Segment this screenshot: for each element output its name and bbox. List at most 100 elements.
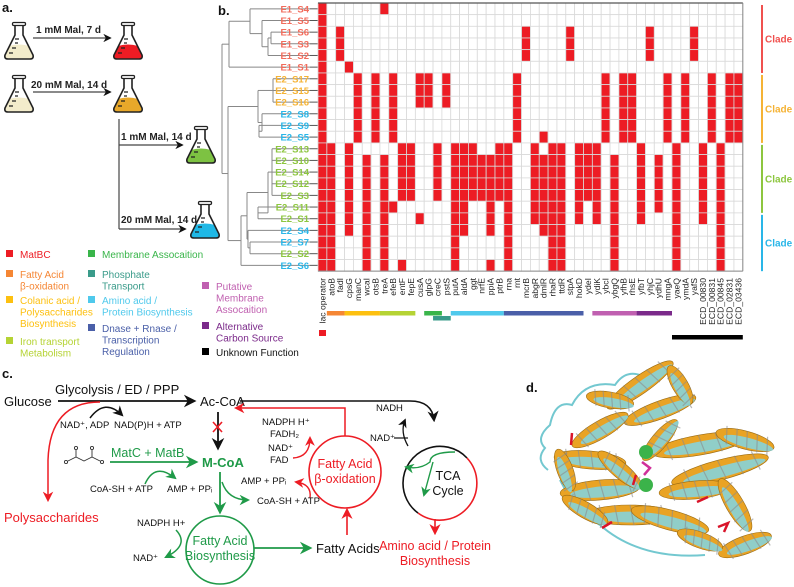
row-label: E2_S1 [280, 214, 309, 225]
heatmap-cell-empty [574, 259, 584, 272]
heatmap-cell-empty [530, 37, 540, 51]
heatmap-cell-empty [662, 189, 673, 202]
heatmap-cell-mutated [423, 84, 434, 97]
heatmap-cell-empty [335, 247, 345, 260]
heatmap-cell-empty [733, 165, 744, 179]
acetyl-coa-label: Ac-CoA [200, 394, 245, 409]
heatmap-cell-empty [565, 165, 576, 179]
heatmap-cell-empty [503, 130, 514, 144]
heatmap-cell-empty [556, 72, 567, 86]
heatmap-cell-empty [441, 247, 452, 260]
heatmap-cell-empty [379, 25, 390, 39]
legend-label: Transport [102, 282, 145, 293]
helix-turn [732, 539, 744, 556]
heatmap-cell-mutated [609, 165, 620, 179]
heatmap-cell-empty [441, 37, 452, 51]
heatmap-cell-empty [565, 72, 576, 86]
helix-turn [558, 466, 573, 477]
heatmap-cell-empty [538, 259, 549, 272]
heatmap-cell-empty [565, 130, 576, 144]
fab-label-1: Fatty Acid [193, 534, 248, 548]
heatmap-cell-mutated [662, 95, 673, 109]
heatmap-cell-empty [379, 84, 390, 97]
heatmap-cell-mutated [556, 165, 567, 179]
heatmap-cell-empty [494, 25, 505, 39]
heatmap-cell-empty [530, 2, 540, 16]
heatmap-cell-mutated [326, 142, 337, 155]
heatmap-cell-empty [538, 25, 549, 39]
heatmap-cell-empty [680, 189, 691, 202]
heatmap-cell-empty [733, 60, 744, 74]
heatmap-cell-empty [556, 119, 567, 132]
heatmap-cell-empty [521, 14, 531, 27]
category-bar [344, 311, 380, 316]
heatmap-cell-empty [556, 130, 567, 144]
nad-label-3: NAD⁺ [370, 433, 395, 444]
heatmap-cell-empty [494, 72, 505, 86]
heatmap-cell-empty [503, 60, 514, 74]
heatmap-cell-mutated [609, 154, 620, 167]
heatmap-cell-empty [609, 84, 620, 97]
heatmap-cell-empty [494, 130, 505, 144]
heatmap-cell-empty [352, 177, 363, 190]
column-label: mcrB [521, 278, 531, 298]
heatmap-cell-empty [565, 84, 576, 97]
heatmap-cell-empty [583, 37, 593, 51]
heatmap-cell-empty [521, 154, 531, 167]
heatmap-cell-empty [512, 189, 522, 202]
column-label: abgR [530, 278, 540, 299]
heatmap-cell-empty [680, 154, 691, 167]
heatmap-cell-mutated [379, 212, 390, 225]
heatmap-cell-empty [459, 72, 469, 86]
heatmap-cell-mutated [547, 224, 558, 237]
heatmap-cell-empty [459, 107, 469, 121]
heatmap-cell-empty [423, 259, 434, 272]
heatmap-cell-mutated [370, 119, 381, 132]
heatmap-cell-empty [636, 95, 646, 109]
heatmap-cell-mutated [503, 247, 514, 260]
helix-turn [739, 518, 754, 532]
heatmap-cell-empty [414, 224, 425, 237]
heatmap-cell-mutated [609, 177, 620, 190]
column-label: wcaI [362, 278, 372, 297]
heatmap-cell-empty [485, 84, 496, 97]
heatmap-cell-empty [583, 247, 593, 260]
category-bar [424, 311, 442, 316]
heatmap-cell-empty [556, 37, 567, 51]
heatmap-cell-empty [361, 119, 372, 132]
pathway-diagram: Glucose Glycolysis / ED / PPP Ac-CoA NAD… [4, 382, 491, 585]
fadh2-label: FADH₂ [270, 429, 299, 440]
heatmap-cell-mutated [645, 49, 655, 62]
heatmap-cell-mutated [547, 259, 558, 272]
heatmap-cell-mutated [689, 25, 699, 39]
heatmap-cell-empty [671, 2, 682, 16]
heatmap-cell-empty [335, 259, 345, 272]
heatmap-cell-empty [476, 37, 487, 51]
panel-c-label: c. [2, 366, 13, 381]
legend-swatch [6, 296, 13, 303]
heatmap-cell-empty [698, 107, 708, 121]
heatmap-cell-empty [361, 95, 372, 109]
heatmap-cell-empty [733, 2, 744, 16]
heatmap-cell-empty [724, 177, 735, 190]
column-label: ybgQ [609, 278, 619, 299]
helix-turn [614, 410, 628, 425]
heatmap-cell-empty [733, 37, 744, 51]
helix-turn [609, 457, 619, 473]
helix-turn [653, 434, 669, 443]
heatmap-cell-empty [662, 224, 673, 237]
heatmap-cell-empty [653, 224, 664, 237]
heatmap-cell-empty [707, 177, 717, 190]
heatmap-cell-mutated [618, 84, 629, 97]
heatmap-cell-empty [406, 247, 416, 260]
heatmap-cell-mutated [423, 72, 434, 86]
helix-turn [643, 405, 655, 422]
heatmap-cell-empty [574, 72, 584, 86]
heatmap-cell-mutated [733, 107, 744, 121]
helix-turn [681, 437, 690, 458]
heatmap-cell-mutated [503, 189, 514, 202]
heatmap-cell-mutated [361, 200, 372, 214]
heatmap-cell-mutated [618, 72, 629, 86]
heatmap-cell-empty [459, 247, 469, 260]
nadph-h-label-1: NADPH H+ [137, 518, 186, 529]
